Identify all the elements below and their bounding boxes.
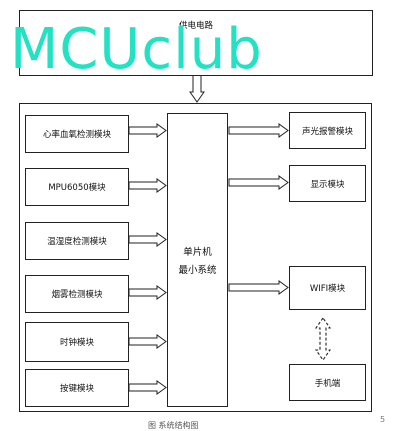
sound-light-alarm-module: 声光报警模块 <box>289 112 366 149</box>
power-down-arrow <box>189 74 205 103</box>
input-arrow <box>128 123 167 138</box>
mcu-minimum-system: 单片机 最小系统 <box>167 113 228 407</box>
mcu-label-line1: 单片机 <box>183 247 212 258</box>
input-arrow <box>128 285 167 300</box>
wifi-phone-link <box>314 317 332 361</box>
input-arrow <box>128 178 167 193</box>
mcuclub-watermark: MCUclub <box>10 17 263 82</box>
mcu-label-line2: 最小系统 <box>178 265 217 276</box>
input-arrow <box>128 380 167 395</box>
figure-caption: 图 系统结构图 <box>148 421 199 430</box>
module-label: 按键模块 <box>59 384 94 394</box>
input-arrow <box>128 334 167 349</box>
module-label: WIFI模块 <box>309 284 346 294</box>
temp-humidity-module: 温湿度检测模块 <box>25 222 129 260</box>
system-frame <box>19 103 372 412</box>
phone-label: 手机端 <box>314 378 341 389</box>
display-module: 显示模块 <box>289 165 366 202</box>
input-arrow <box>128 232 167 247</box>
module-label: 声光报警模块 <box>301 126 353 137</box>
smoke-detection-module: 烟雾检测模块 <box>25 275 129 313</box>
page-number: 5 <box>380 415 386 424</box>
wifi-module: WIFI模块 <box>289 266 366 310</box>
output-arrow <box>228 280 289 295</box>
clock-module: 时钟模块 <box>25 322 129 362</box>
heart-rate-spo2-module: 心率血氧检测模块 <box>25 115 129 153</box>
module-label: 烟雾检测模块 <box>51 290 103 300</box>
module-label: 温湿度检测模块 <box>47 237 107 247</box>
module-label: 时钟模块 <box>59 338 94 348</box>
key-module: 按键模块 <box>25 369 129 407</box>
output-arrow <box>228 123 289 138</box>
output-arrow <box>228 175 289 190</box>
power-circuit-label: 供电电路 <box>178 21 213 31</box>
phone-terminal: 手机端 <box>289 364 366 401</box>
module-label: MPU6050模块 <box>48 183 106 193</box>
module-label: 心率血氧检测模块 <box>42 130 111 140</box>
mpu6050-module: MPU6050模块 <box>25 168 129 206</box>
power-circuit-box: 供电电路 <box>19 10 373 76</box>
module-label: 显示模块 <box>310 179 345 190</box>
